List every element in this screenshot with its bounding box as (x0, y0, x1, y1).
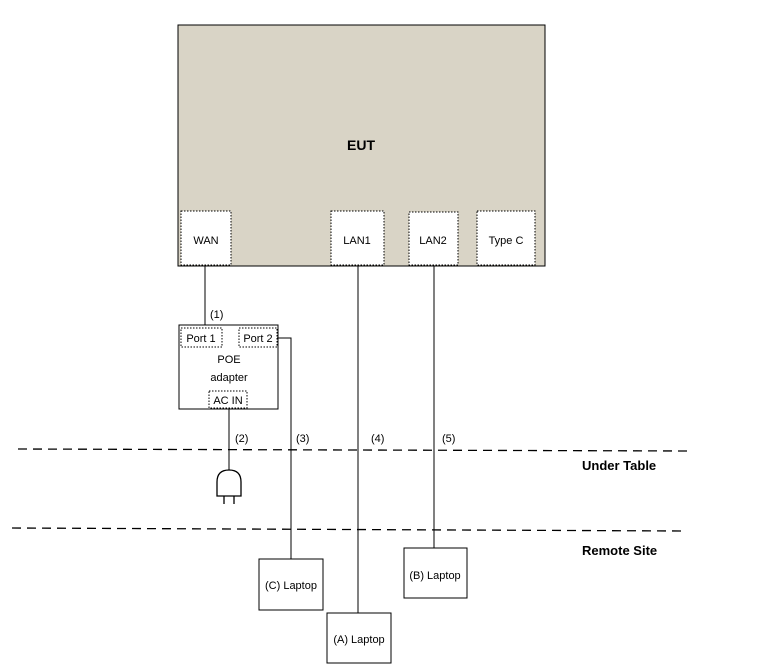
poe-port-1: Port 1 (180, 327, 223, 348)
laptop-a: (A) Laptop (326, 612, 392, 664)
cable-4-label: (4) (371, 433, 384, 445)
port-wan-label: WAN (193, 235, 218, 247)
poe-ac-in-label: AC IN (213, 395, 242, 407)
remote-site-boundary (11, 527, 685, 532)
laptop-c: (C) Laptop (258, 558, 324, 611)
port-type-c-label: Type C (489, 235, 524, 247)
port-type-c: Type C (476, 210, 536, 266)
laptop-a-label: (A) Laptop (333, 634, 384, 646)
cable-3-label: (3) (296, 433, 309, 445)
cable-3 (277, 337, 292, 559)
poe-port-2-label: Port 2 (243, 333, 272, 345)
port-lan1: LAN1 (330, 210, 385, 266)
poe-port-2: Port 2 (238, 327, 278, 348)
power-plug-icon (216, 469, 242, 504)
port-lan2: LAN2 (408, 211, 459, 266)
under-table-label: Under Table (582, 458, 656, 473)
poe-port-1-label: Port 1 (186, 333, 215, 345)
port-lan1-label: LAN1 (343, 235, 371, 247)
laptop-c-label: (C) Laptop (265, 580, 317, 592)
laptop-b-label: (B) Laptop (409, 570, 460, 582)
eut-title: EUT (347, 137, 375, 153)
poe-name-line2: adapter (210, 372, 248, 384)
cable-5-label: (5) (442, 433, 455, 445)
under-table-boundary (17, 448, 691, 452)
port-wan: WAN (180, 210, 232, 266)
cable-2-label: (2) (235, 433, 248, 445)
laptop-b: (B) Laptop (403, 547, 468, 599)
remote-site-label: Remote Site (582, 543, 657, 558)
cable-1-label: (1) (210, 309, 223, 321)
poe-ac-in: AC IN (208, 390, 248, 409)
poe-name-line1: POE (217, 354, 240, 366)
port-lan2-label: LAN2 (419, 235, 447, 247)
